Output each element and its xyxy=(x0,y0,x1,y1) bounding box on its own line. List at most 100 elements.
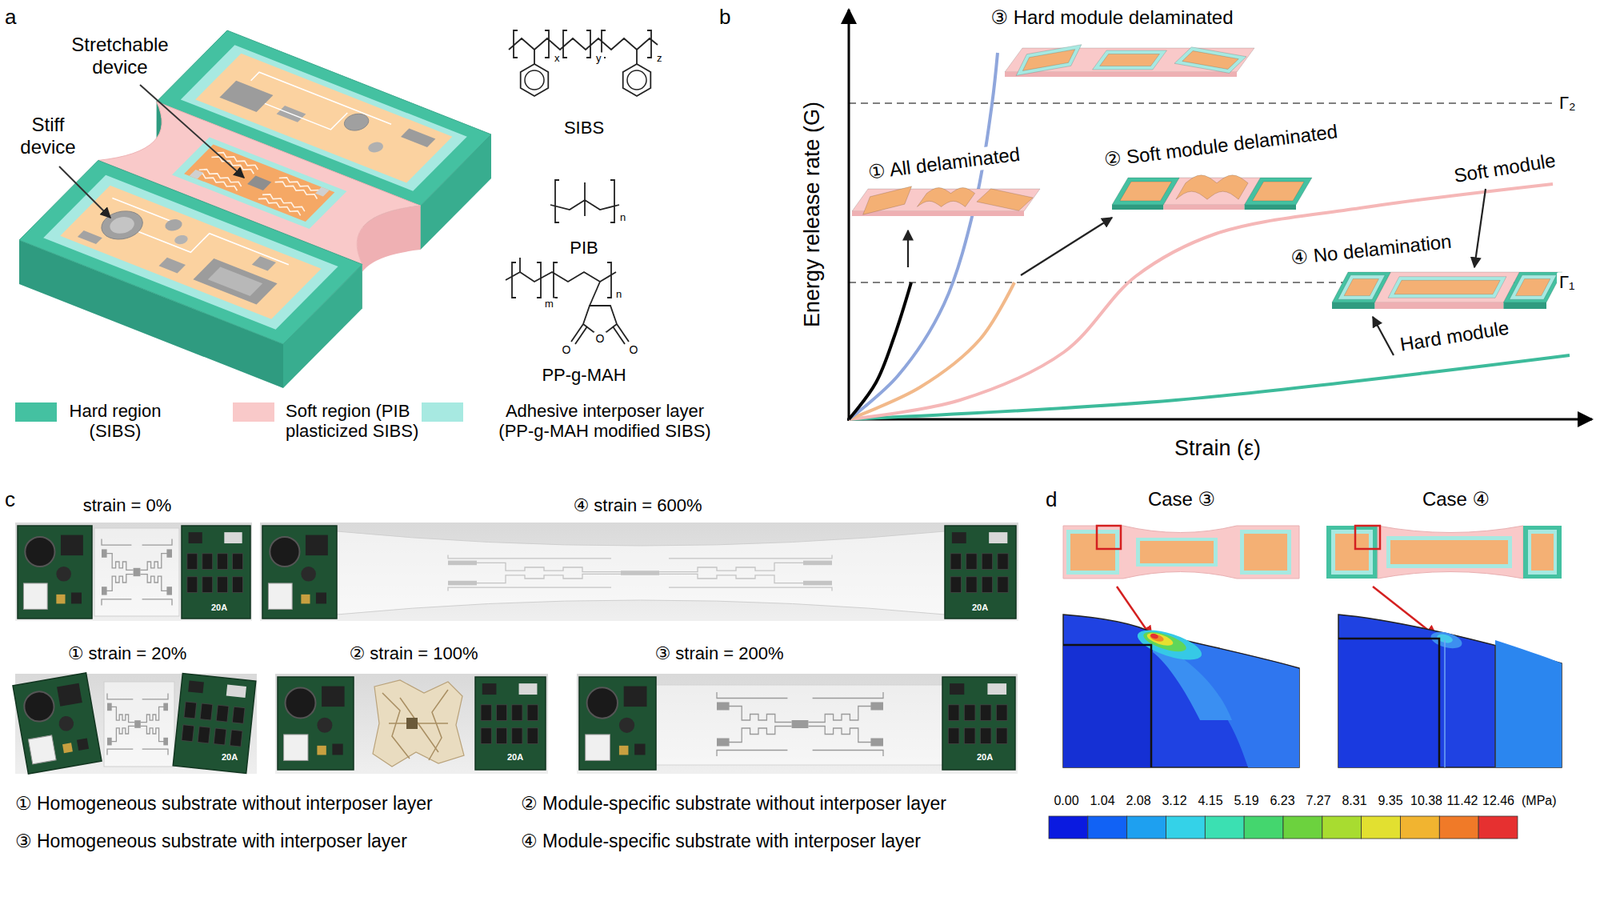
chip xyxy=(792,720,809,728)
simulation-panel: Case ③ xyxy=(1063,484,1300,768)
component xyxy=(60,535,84,556)
threshold-line xyxy=(848,102,1552,104)
module-boundary xyxy=(1338,638,1440,768)
component xyxy=(988,532,1008,544)
text-label: O xyxy=(593,332,608,345)
hard-module-curve xyxy=(848,355,1570,420)
label-holder: 12.46 xyxy=(1482,793,1515,808)
label-holder: 20A xyxy=(972,602,988,613)
chip xyxy=(527,704,538,721)
chip xyxy=(202,553,213,570)
pad xyxy=(448,580,477,586)
bracket xyxy=(544,30,549,58)
colorbar-segment xyxy=(1244,816,1284,839)
substrate-side xyxy=(852,211,1024,216)
text-label: Strain (ε) xyxy=(1174,436,1261,461)
text-label: 6.23 xyxy=(1269,793,1295,808)
component xyxy=(949,683,964,695)
substrate-top xyxy=(1503,272,1563,303)
legend-text: Soft region (PIB plasticized SIBS) xyxy=(285,400,434,442)
text-label: m xyxy=(542,298,556,311)
strip-segment xyxy=(1509,275,1557,300)
module-boundary xyxy=(1063,644,1152,768)
circuit-board xyxy=(475,676,546,770)
board xyxy=(181,525,251,619)
text-label: 11.42 xyxy=(1447,793,1479,808)
inset-case-4 xyxy=(1332,272,1563,309)
text-label: 1.04 xyxy=(1089,793,1115,808)
chip xyxy=(964,704,976,721)
leader-arrow xyxy=(59,166,111,218)
text-label: x xyxy=(552,52,563,65)
component xyxy=(305,535,328,556)
anhydride-ring xyxy=(583,305,617,324)
text-label: 7.27 xyxy=(1305,793,1331,808)
trace xyxy=(142,599,172,606)
inductor xyxy=(24,536,55,567)
chip xyxy=(480,728,492,744)
node-heading: ③ strain = 200% xyxy=(655,643,784,664)
strip-segment xyxy=(1174,44,1247,76)
trace xyxy=(467,562,621,572)
chip xyxy=(966,553,977,570)
text-label: 20A xyxy=(976,752,993,763)
label-holder: 20A xyxy=(507,752,524,763)
trace xyxy=(107,748,133,755)
strip-segment xyxy=(859,186,916,215)
pad xyxy=(166,548,172,557)
photo-panel: ③ strain = 200% xyxy=(576,640,1018,774)
component xyxy=(56,683,83,707)
bracket xyxy=(512,262,516,298)
chip xyxy=(197,726,211,744)
inductor xyxy=(285,687,316,718)
device xyxy=(1244,533,1288,571)
text-label: Γ₁ xyxy=(1556,272,1578,292)
component xyxy=(519,683,538,695)
chip xyxy=(217,553,228,570)
label-holder: z xyxy=(654,52,665,65)
component xyxy=(619,745,629,756)
capacitor xyxy=(619,717,635,733)
trace xyxy=(110,706,135,722)
chip xyxy=(980,704,992,721)
chip xyxy=(247,176,272,191)
circuit-trace xyxy=(262,194,305,212)
aromatic-circle xyxy=(524,70,544,90)
component xyxy=(76,737,89,750)
circuit-board xyxy=(944,525,1016,619)
zoom-box xyxy=(1096,525,1121,549)
component xyxy=(332,744,343,756)
text-label: PIB xyxy=(569,237,598,258)
strip-segment xyxy=(1092,50,1168,70)
trace xyxy=(812,692,884,699)
label-holder: 4.15 xyxy=(1197,793,1223,808)
label-holder: ④ No delamination xyxy=(1287,229,1455,269)
circuit-trace xyxy=(264,103,348,130)
chip xyxy=(527,728,538,744)
polymer-backbone xyxy=(508,38,658,50)
text-label: (MPa) xyxy=(1521,793,1557,808)
label-holder: 20A xyxy=(221,752,238,763)
colorbar-segment xyxy=(1048,816,1088,839)
stress-field xyxy=(1063,644,1152,768)
chip xyxy=(202,576,213,593)
chip xyxy=(997,576,1008,593)
bond xyxy=(612,326,625,344)
label-holder: ④ Module-specific substrate with interpo… xyxy=(520,830,921,852)
chip xyxy=(213,728,227,745)
bond xyxy=(616,324,629,342)
pad xyxy=(163,737,168,746)
aromatic-circle xyxy=(627,70,647,90)
board xyxy=(17,525,92,619)
y-axis xyxy=(848,9,851,421)
text-label: 10.38 xyxy=(1410,793,1443,808)
circuit-board xyxy=(262,525,337,619)
pad xyxy=(870,738,884,747)
label-holder: Γ₂ xyxy=(1556,92,1579,113)
label-holder: (MPa) xyxy=(1521,793,1557,808)
delaminated-piece xyxy=(976,186,1033,213)
film xyxy=(94,528,180,616)
bracket xyxy=(607,262,612,298)
interposer-layer xyxy=(1528,529,1557,575)
device xyxy=(1335,533,1369,571)
